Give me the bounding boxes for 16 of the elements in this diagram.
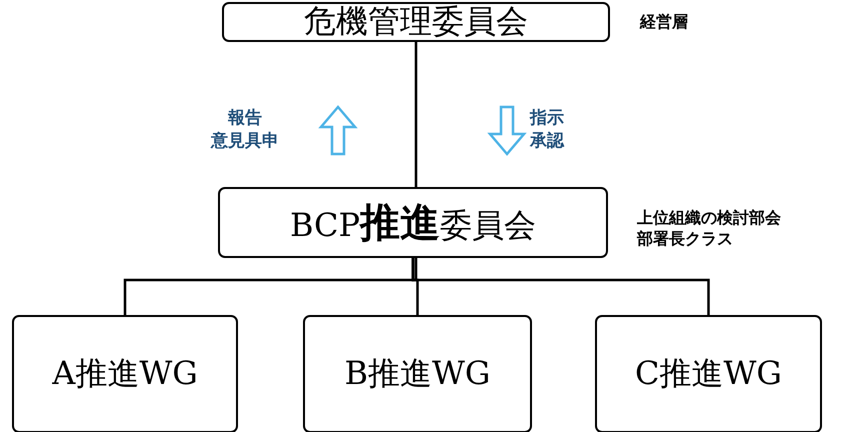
side-note: 経営層 xyxy=(640,12,688,33)
connector-line xyxy=(412,258,710,315)
working-group-box xyxy=(595,315,822,432)
flow-label: 指示承認 xyxy=(530,107,566,153)
box-label: A推進WG xyxy=(52,353,198,394)
side-note: 上位組織の検討部会 xyxy=(637,208,781,229)
working-group-box xyxy=(303,315,532,432)
box-label: 危機管理委員会 xyxy=(304,1,528,42)
side-note: 部署長クラス xyxy=(637,229,733,250)
committee-box xyxy=(218,187,608,258)
box-label: C推進WG xyxy=(635,353,782,394)
flow-label: 報告意見具申 xyxy=(210,107,280,153)
box-label: B推進WG xyxy=(344,353,490,394)
box-label: BCP推進委員会 xyxy=(290,199,536,248)
working-group-box xyxy=(12,315,238,432)
committee-box xyxy=(222,2,610,42)
